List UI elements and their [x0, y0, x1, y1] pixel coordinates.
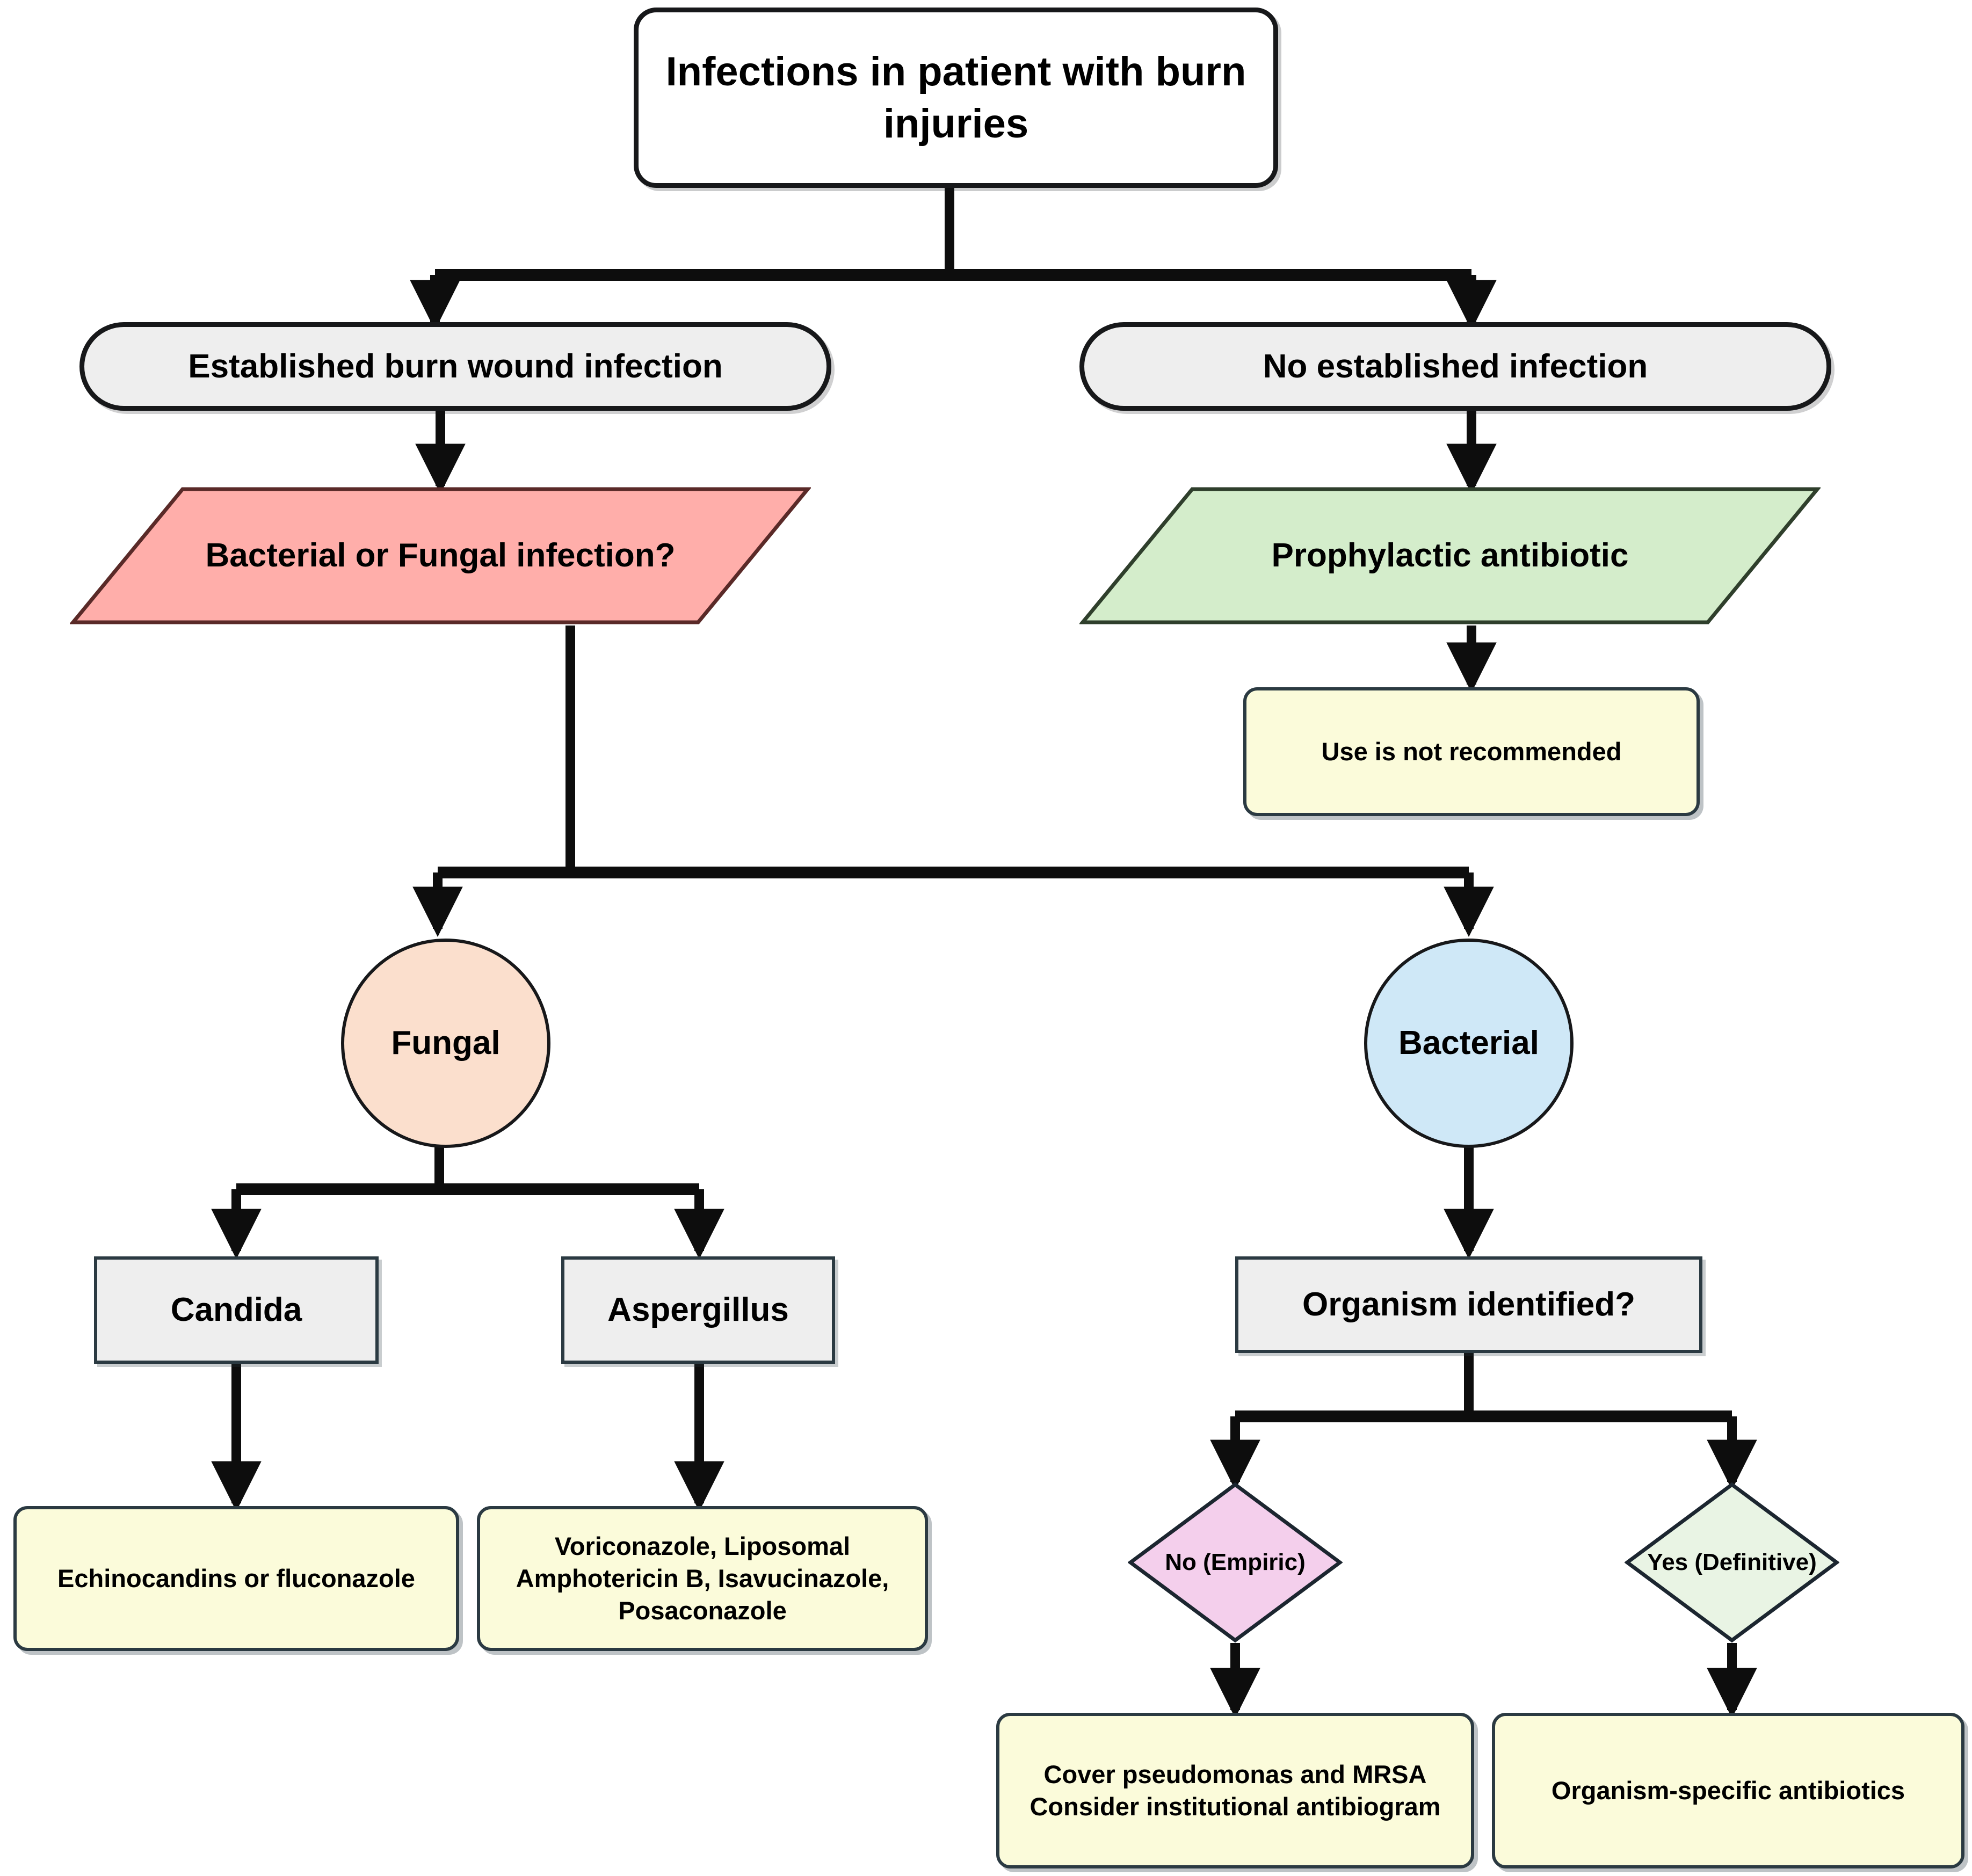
node-bacterial-or-fungal-question[interactable]: Bacterial or Fungal infection? — [70, 486, 811, 626]
node-fungal[interactable]: Fungal — [341, 939, 550, 1148]
node-yes-definitive-label: Yes (Definitive) — [1647, 1549, 1817, 1576]
diamond-shape-mint — [1625, 1482, 1839, 1643]
node-prophylactic-antibiotic[interactable]: Prophylactic antibiotic — [1079, 486, 1821, 626]
node-candida[interactable]: Candida — [94, 1256, 379, 1364]
node-empiric-treatment-label: Cover pseudomonas and MRSA Consider inst… — [1030, 1759, 1441, 1821]
node-organism-identified-label: Organism identified? — [1302, 1286, 1636, 1324]
node-no-empiric[interactable]: No (Empiric) — [1128, 1482, 1343, 1643]
diamond-shape-magenta — [1128, 1482, 1343, 1643]
parallelogram-shape-green — [1079, 487, 1821, 624]
node-bacterial-label: Bacterial — [1398, 1024, 1539, 1062]
node-bacterial-or-fungal-question-label: Bacterial or Fungal infection? — [205, 536, 676, 574]
node-definitive-treatment[interactable]: Organism-specific antibiotics — [1492, 1713, 1964, 1868]
node-use-not-recommended-label: Use is not recommended — [1321, 737, 1622, 766]
node-no-established-infection-label: No established infection — [1263, 347, 1648, 385]
node-prophylactic-antibiotic-label: Prophylactic antibiotic — [1271, 536, 1629, 574]
node-aspergillus-treatment-label: Voriconazole, Liposomal Amphotericin B, … — [516, 1531, 889, 1625]
node-root-label: Infections in patient with burn injuries — [665, 48, 1246, 147]
node-candida-treatment-label: Echinocandins or fluconazole — [57, 1564, 415, 1593]
parallelogram-shape-pink — [70, 487, 811, 624]
node-aspergillus[interactable]: Aspergillus — [561, 1256, 835, 1364]
node-organism-identified[interactable]: Organism identified? — [1235, 1256, 1702, 1353]
node-definitive-treatment-label: Organism-specific antibiotics — [1551, 1776, 1905, 1805]
node-established-infection[interactable]: Established burn wound infection — [79, 322, 831, 411]
node-fungal-label: Fungal — [391, 1024, 501, 1062]
node-candida-label: Candida — [170, 1291, 302, 1329]
node-no-established-infection[interactable]: No established infection — [1079, 322, 1831, 411]
node-candida-treatment[interactable]: Echinocandins or fluconazole — [13, 1506, 459, 1651]
node-aspergillus-treatment[interactable]: Voriconazole, Liposomal Amphotericin B, … — [477, 1506, 928, 1651]
node-yes-definitive[interactable]: Yes (Definitive) — [1625, 1482, 1839, 1643]
node-bacterial[interactable]: Bacterial — [1364, 939, 1574, 1148]
node-empiric-treatment[interactable]: Cover pseudomonas and MRSA Consider inst… — [996, 1713, 1474, 1868]
node-use-not-recommended[interactable]: Use is not recommended — [1243, 687, 1700, 816]
node-aspergillus-label: Aspergillus — [607, 1291, 789, 1329]
node-no-empiric-label: No (Empiric) — [1165, 1549, 1306, 1576]
node-established-infection-label: Established burn wound infection — [188, 347, 723, 385]
node-root[interactable]: Infections in patient with burn injuries — [634, 8, 1278, 188]
